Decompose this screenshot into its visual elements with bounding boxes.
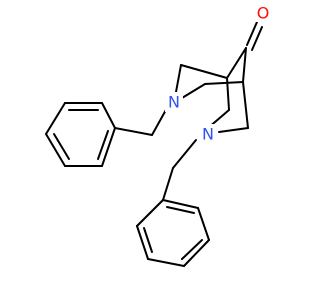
ring2-bond-2 — [197, 207, 210, 241]
structure-canvas: O N N — [0, 0, 300, 300]
ring2-double-1 — [166, 206, 195, 214]
nitrogen-label-1: N — [168, 93, 180, 112]
carbonyl-bond-1 — [246, 21, 258, 46]
bond-c1-c2 — [180, 64, 228, 79]
ring1-bond-3 — [45, 102, 66, 135]
ring1-bond-1 — [101, 102, 116, 129]
bond-c2-n3 — [175, 64, 182, 93]
atom-labels: O N N — [165, 2, 272, 144]
bonds — [45, 21, 263, 267]
ring2-double-3 — [143, 227, 153, 253]
bond-c4-c5 — [204, 81, 244, 85]
nitrogen-label-1-bg — [165, 92, 183, 112]
oxygen-label: O — [257, 4, 270, 23]
ring2-bond-5 — [136, 225, 149, 260]
bond-c9-c1 — [226, 47, 247, 79]
bond-n3-ch2 — [151, 107, 168, 136]
bond-c9-c5 — [242, 47, 247, 83]
bond-n7-ch2 — [172, 139, 197, 169]
ring2-double-2 — [181, 239, 203, 260]
ring1-bond-4 — [45, 133, 66, 167]
bond-n3-c4 — [181, 83, 206, 99]
ring2-bond-6 — [136, 199, 164, 227]
ring2-bond-4 — [147, 258, 185, 267]
bond-c6-c5 — [242, 81, 249, 129]
oxygen-label-bg — [254, 2, 272, 22]
carbonyl-bond-2 — [251, 26, 263, 51]
ring2-bond-3 — [183, 239, 210, 267]
bond-ch2-ring2 — [162, 167, 174, 201]
background — [0, 0, 300, 300]
bond-c1-c8 — [226, 77, 230, 111]
nitrogen-label-2-bg — [199, 124, 217, 144]
ring2-bond-1 — [162, 199, 199, 209]
nitrogen-label-2: N — [202, 125, 214, 144]
ring1-double-3 — [97, 130, 109, 160]
ring1-bond-6 — [101, 127, 116, 167]
bond-ch2-ring1 — [114, 127, 153, 136]
bond-n7-c6 — [218, 127, 249, 133]
ring1-double-2 — [53, 133, 70, 160]
